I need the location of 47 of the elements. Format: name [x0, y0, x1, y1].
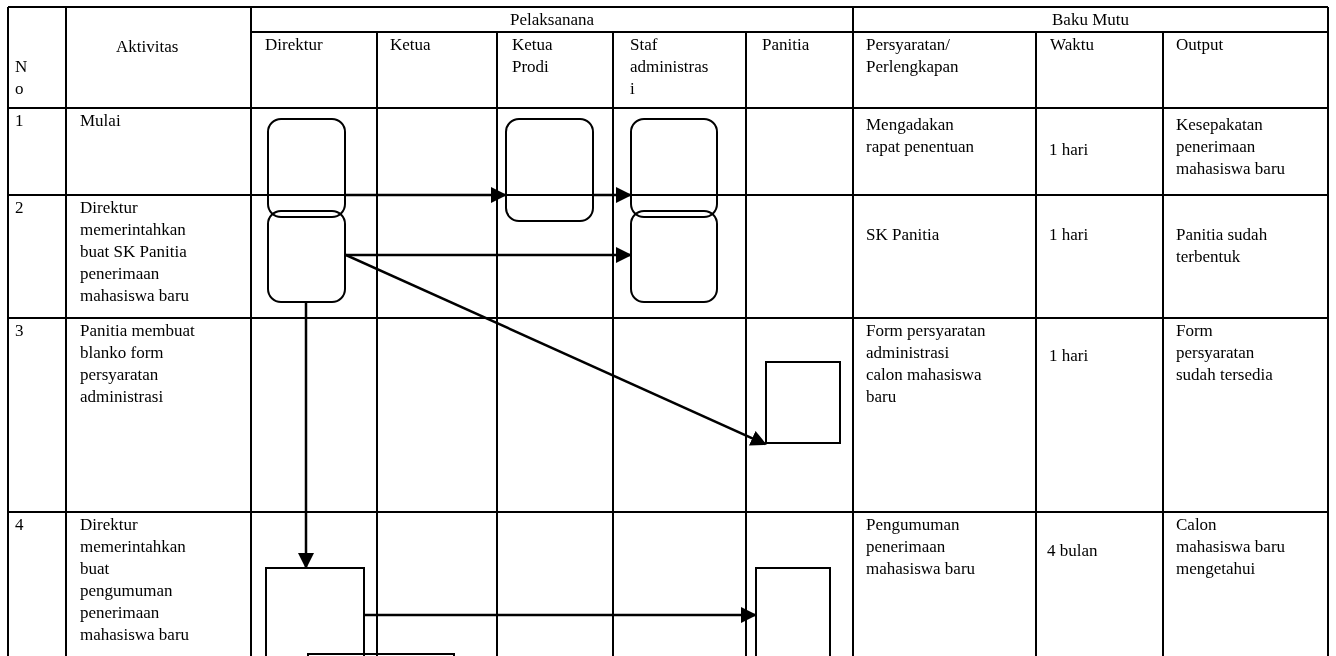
duration-text: 1 hari: [1049, 345, 1089, 367]
row-number: 2: [15, 197, 24, 219]
process-box: [265, 567, 365, 656]
group-header: Pelaksanana: [510, 9, 595, 31]
column-header: Direktur: [265, 34, 323, 56]
rounded-process-box: [267, 118, 346, 218]
activity-text: Direktur memerintahkan buat pengumuman penerimaan mahasiswa baru: [80, 514, 191, 646]
activity-text: Mulai: [80, 110, 122, 132]
output-text: Kesepakatan penerimaan mahasiswa baru: [1176, 114, 1287, 180]
arrow: [594, 187, 632, 203]
duration-text: 1 hari: [1049, 139, 1089, 161]
output-text: Form persyaratan sudah tersedia: [1176, 320, 1274, 386]
column-header: Ketua Prodi: [512, 34, 554, 78]
row-number: 1: [15, 110, 24, 132]
column-header: Staf administrasi: [630, 34, 710, 100]
requirement-text: SK Panitia: [866, 224, 941, 246]
column-header: Persyaratan/ Perlengkapan: [866, 34, 960, 78]
output-text: Panitia sudah terbentuk: [1176, 224, 1269, 268]
column-header: Ketua: [390, 34, 431, 56]
arrow: [365, 607, 757, 623]
arrow: [345, 253, 767, 446]
rounded-process-box: [505, 118, 594, 222]
process-box: [755, 567, 831, 656]
column-header: No: [15, 56, 29, 100]
output-text: Calon mahasiswa baru mengetahui: [1176, 514, 1287, 580]
process-box: [307, 653, 455, 656]
rounded-process-box: [630, 118, 718, 218]
column-header: Panitia: [762, 34, 810, 56]
column-header: Aktivitas: [116, 36, 179, 58]
arrow: [298, 303, 314, 569]
rounded-process-box: [267, 210, 346, 303]
requirement-text: Form persyaratan administrasi calon mahasiswa baru: [866, 320, 987, 408]
column-header: Output: [1176, 34, 1224, 56]
activity-text: Panitia membuat blanko form persyaratan administrasi: [80, 320, 196, 408]
row-number: 3: [15, 320, 24, 342]
rounded-process-box: [630, 210, 718, 303]
column-header: Waktu: [1050, 34, 1094, 56]
arrow: [346, 187, 507, 203]
activity-text: Direktur memerintahkan buat SK Panitia penerimaan mahasiswa baru: [80, 197, 191, 307]
arrow: [346, 247, 632, 263]
group-header: Baku Mutu: [1052, 9, 1129, 31]
duration-text: 1 hari: [1049, 224, 1089, 246]
requirement-text: Mengadakan rapat penentuan: [866, 114, 976, 158]
process-box: [765, 361, 841, 444]
requirement-text: Pengumuman penerimaan mahasiswa baru: [866, 514, 977, 580]
row-number: 4: [15, 514, 24, 536]
duration-text: 4 bulan: [1047, 540, 1098, 562]
